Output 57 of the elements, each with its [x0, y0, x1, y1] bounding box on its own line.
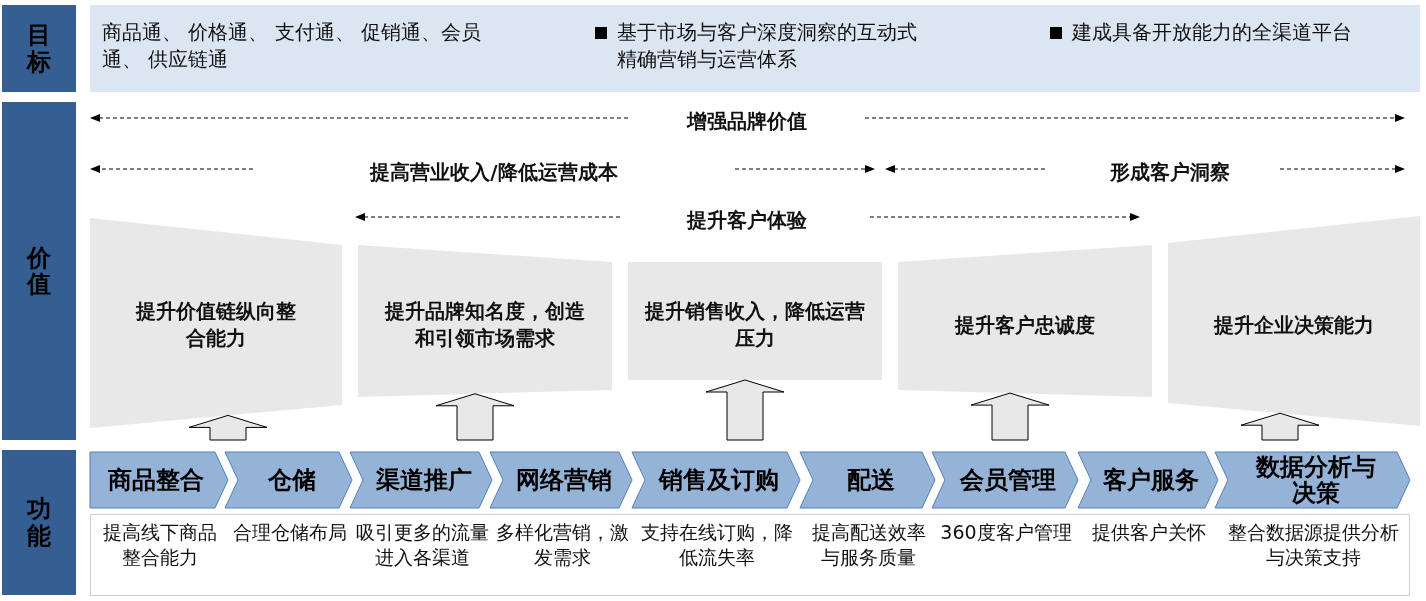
- step-label: 配送: [845, 466, 896, 494]
- value-panel: [90, 215, 342, 430]
- value-panel: [1168, 213, 1420, 428]
- step-label: 会员管理: [959, 466, 1057, 494]
- value-text: 提升销售收入，降低运营压力: [643, 298, 866, 352]
- chevron-step: [1078, 452, 1218, 508]
- step-description: 提供客户关怀: [1091, 520, 1207, 545]
- value-panel: [628, 262, 882, 380]
- block-arrow: [1240, 412, 1320, 441]
- step-label: 商品整合: [107, 466, 205, 494]
- step-label: 数据分析与决策: [1254, 453, 1377, 507]
- goal-text: 建成具备开放能力的全渠道平台: [1072, 19, 1353, 46]
- chevron-step: [225, 452, 352, 508]
- chevron-step: [350, 452, 492, 508]
- chevron-step: [632, 452, 800, 508]
- chevron-step: [932, 452, 1078, 508]
- step-label: 销售及订购: [657, 466, 780, 494]
- block-arrow: [435, 393, 515, 441]
- step-label: 渠道推广: [375, 466, 473, 494]
- chevron-step: [800, 452, 935, 508]
- section-bar: [2, 450, 76, 595]
- value-heading: 增强品牌价值: [687, 107, 807, 135]
- value-panel: [358, 244, 612, 398]
- section-label: 目标: [27, 22, 51, 75]
- step-description: 提高线下商品整合能力: [102, 520, 218, 570]
- block-arrow: [188, 414, 268, 441]
- goal-text: 基于市场与客户深度洞察的互动式精确营销与运营体系: [617, 19, 917, 73]
- value-text: 提升品牌知名度，创造和引领市场需求: [383, 298, 586, 352]
- chevron-step: [1215, 452, 1410, 508]
- value-text: 提升价值链纵向整合能力: [136, 298, 296, 352]
- step-description: 整合数据源提供分析与决策支持: [1227, 520, 1400, 570]
- chevron-step: [490, 452, 632, 508]
- value-heading: 提升客户体验: [687, 206, 807, 234]
- step-label: 仓储: [266, 466, 317, 494]
- step-description: 多样化营销，激发需求: [494, 520, 630, 570]
- value-text: 提升企业决策能力: [1212, 311, 1375, 339]
- block-arrow: [705, 379, 785, 441]
- value-heading: 形成客户洞察: [1110, 158, 1230, 186]
- value-heading: 提高营业收入/降低运营成本: [370, 158, 618, 186]
- section-label: 价值: [27, 244, 51, 298]
- chevron-step: [90, 452, 228, 508]
- description-panel: [90, 514, 1410, 596]
- value-panel: [898, 244, 1152, 398]
- step-description: 360度客户管理: [939, 520, 1073, 545]
- section-bar: [2, 102, 76, 440]
- step-description: 支持在线订购，降低流失率: [640, 520, 794, 570]
- section-bar: [2, 5, 76, 92]
- step-description: 提高配送效率与服务质量: [810, 520, 927, 570]
- block-arrow: [970, 392, 1050, 441]
- step-description: 合理仓储布局: [231, 520, 348, 545]
- value-text: 提升客户忠诚度: [953, 311, 1096, 339]
- goal-text: 商品通、 价格通、 支付通、 促销通、会员通、 供应链通: [102, 19, 483, 73]
- step-description: 吸引更多的流量进入各渠道: [354, 520, 490, 570]
- goal-panel: [90, 5, 1420, 92]
- step-label: 客户服务: [1102, 466, 1200, 494]
- step-label: 网络营销: [515, 466, 613, 494]
- section-label: 功能: [27, 496, 51, 549]
